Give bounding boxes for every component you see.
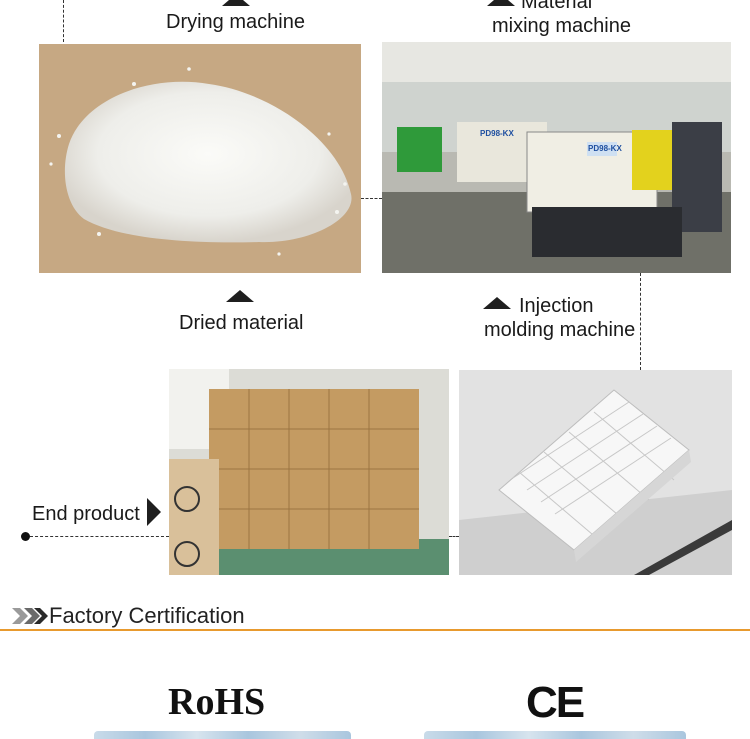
molded-product-image bbox=[459, 370, 732, 575]
flow-connector-mid bbox=[361, 198, 382, 199]
rohs-logo: RoHS bbox=[168, 681, 266, 723]
ce-logo: CE bbox=[526, 678, 585, 727]
flow-connector-bottom-right bbox=[449, 536, 459, 537]
arrow-up-icon bbox=[483, 297, 511, 309]
machine-sign-left: PD98-KX bbox=[480, 129, 514, 138]
flow-connector-top bbox=[63, 0, 64, 42]
factory-image bbox=[382, 42, 731, 273]
flow-start-dot bbox=[21, 532, 30, 541]
double-chevron-icon bbox=[12, 606, 48, 631]
label-injection-line1: Injection bbox=[519, 295, 594, 317]
certificate-border-left bbox=[94, 731, 351, 739]
photo-mixing-machines: PD98-KX PD98-KX bbox=[382, 42, 731, 273]
flow-connector-bottom bbox=[30, 536, 169, 537]
boxes-image bbox=[169, 369, 449, 575]
photo-end-product-boxes bbox=[169, 369, 449, 575]
arrow-up-icon bbox=[487, 0, 515, 6]
section-title: Factory Certification bbox=[49, 603, 245, 628]
arrow-up-icon bbox=[222, 0, 250, 6]
arrow-right-icon bbox=[147, 498, 161, 526]
label-material-line2: mixing machine bbox=[492, 15, 631, 37]
pellets-image bbox=[39, 44, 361, 273]
label-injection-line2: molding machine bbox=[484, 319, 636, 341]
flow-connector-right bbox=[640, 273, 641, 370]
arrow-up-icon bbox=[226, 290, 254, 302]
label-drying-machine: Drying machine bbox=[166, 11, 305, 33]
label-material-line1: Material bbox=[521, 0, 593, 13]
label-end-product: End product bbox=[32, 503, 140, 525]
photo-molded-product bbox=[459, 370, 732, 575]
machine-sign-right: PD98-KX bbox=[588, 144, 622, 153]
photo-plastic-pellets bbox=[39, 44, 361, 273]
section-divider bbox=[0, 629, 750, 631]
certificate-border-right bbox=[424, 731, 686, 739]
label-dried-material: Dried material bbox=[179, 312, 304, 334]
